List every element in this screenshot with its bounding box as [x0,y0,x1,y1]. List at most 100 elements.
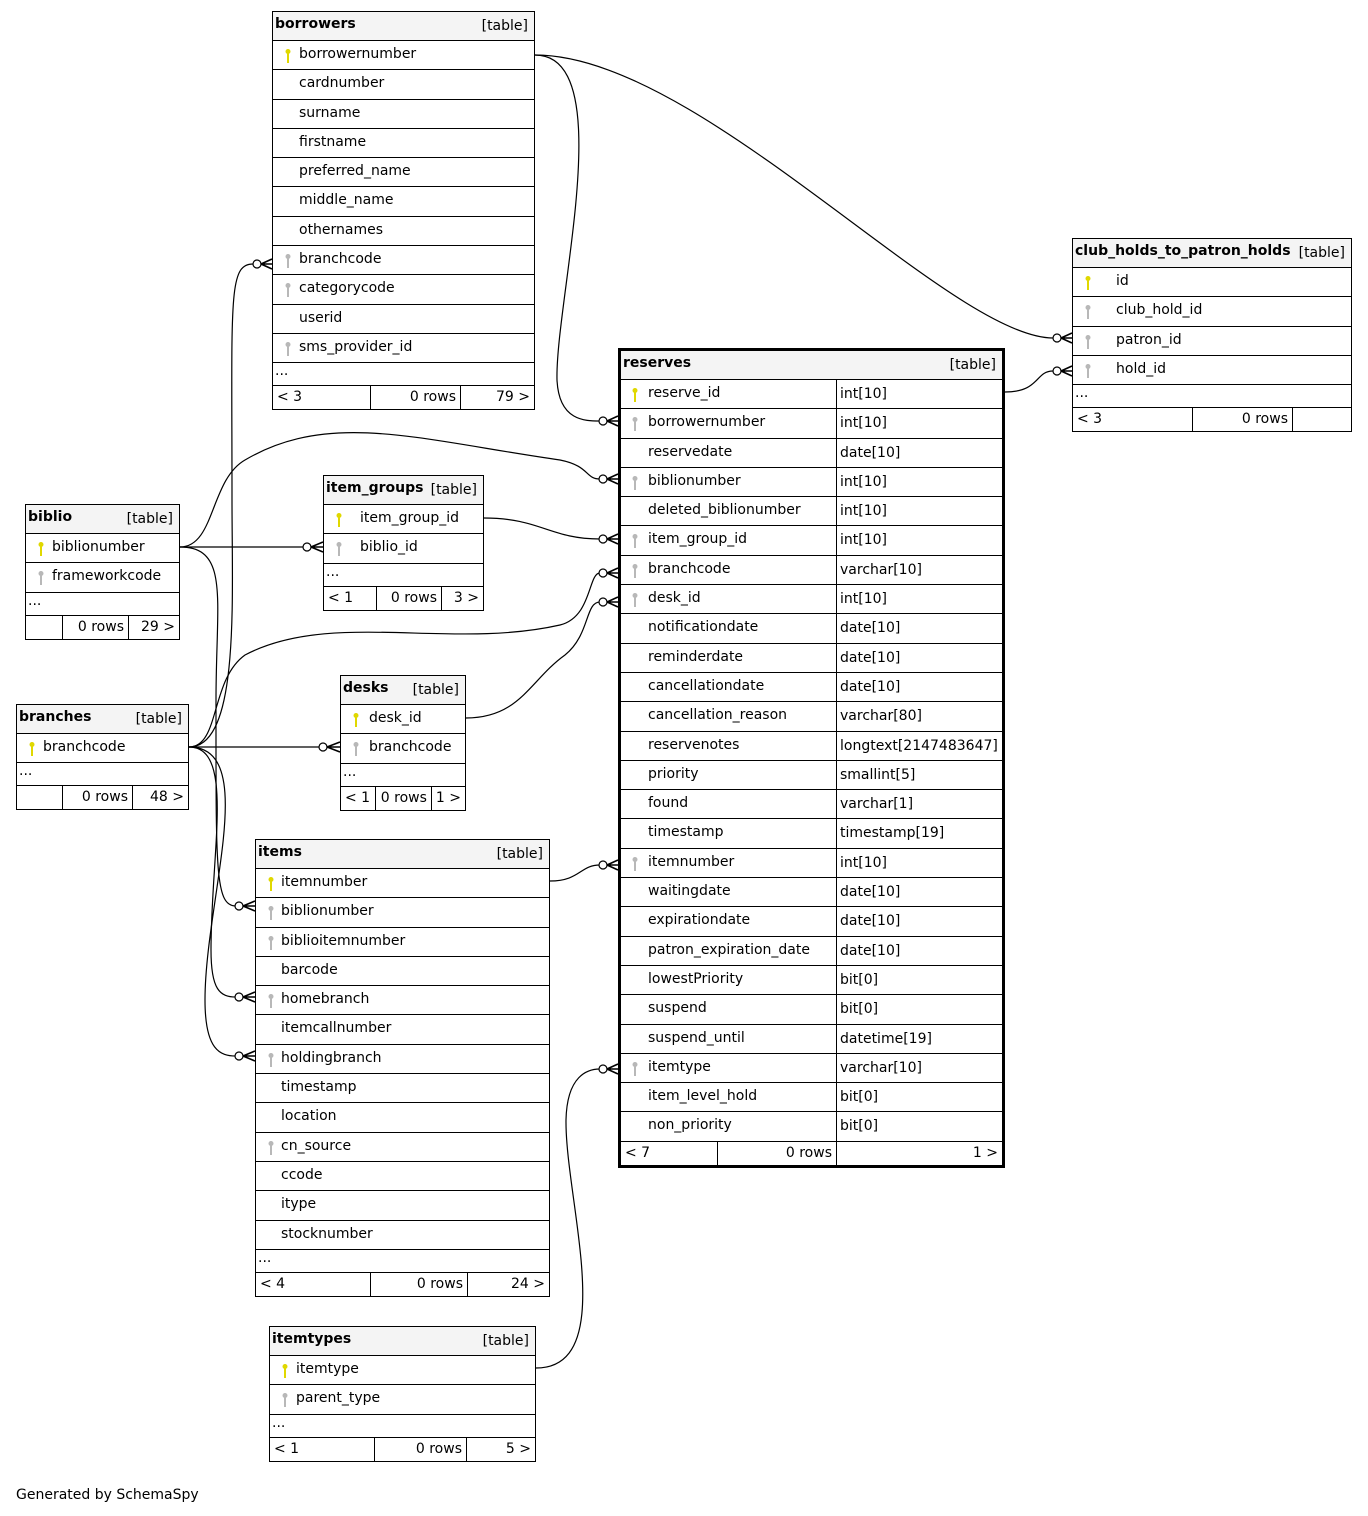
column-row[interactable]: patron_id [1073,327,1351,356]
table-name[interactable]: reserves [623,355,692,371]
column-row[interactable]: patron_expiration_date date[10] [621,936,1002,966]
foreign-key-icon [336,541,342,557]
column-row[interactable]: parent_type [270,1385,535,1415]
table-name[interactable]: club_holds_to_patron_holds [1075,243,1291,259]
column-row[interactable]: borrowernumber [273,41,534,71]
zero-optional-icon [598,568,608,578]
table-name[interactable]: borrowers [275,16,356,32]
column-row[interactable]: firstname [273,129,534,159]
column-row[interactable]: preferred_name [273,158,534,188]
column-row[interactable]: ccode [256,1162,549,1192]
column-row[interactable]: sms_provider_id [273,334,534,364]
column-row[interactable]: cardnumber [273,70,534,100]
table-name[interactable]: itemtypes [272,1331,352,1347]
column-row[interactable]: biblioitemnumber [256,928,549,957]
column-row[interactable]: holdingbranch [256,1045,549,1075]
column-row[interactable]: stocknumber [256,1221,549,1250]
primary-key-icon [336,512,342,528]
column-row[interactable]: id [1073,268,1351,298]
column-row[interactable]: itemnumber [256,869,549,899]
crow-foot-many-icon [606,859,619,871]
table-name[interactable]: branches [19,709,92,725]
column-row[interactable]: userid [273,305,534,334]
column-row[interactable]: othernames [273,217,534,247]
column-row[interactable]: branchcode [273,246,534,276]
column-row[interactable]: itemcallnumber [256,1015,549,1045]
column-name: patron_expiration_date [648,941,810,958]
column-row[interactable]: timestamp [256,1074,549,1104]
column-row[interactable]: biblionumber [256,898,549,928]
column-row[interactable]: biblio_id [324,534,483,564]
column-row[interactable]: categorycode [273,275,534,305]
column-cell: parent_type [270,1385,535,1413]
column-row[interactable]: barcode [256,957,549,987]
column-cell: stocknumber [256,1221,549,1249]
table-name[interactable]: item_groups [326,480,424,496]
table-name[interactable]: desks [343,680,389,696]
column-row[interactable]: hold_id [1073,356,1351,386]
column-row[interactable]: location [256,1103,549,1133]
column-row[interactable]: biblionumber [26,534,179,564]
column-cell: itemtype [621,1054,836,1082]
column-row[interactable]: homebranch [256,986,549,1016]
crow-foot-many-icon [242,991,256,1003]
foreign-key-icon [1085,334,1091,350]
foreign-key-icon [38,570,44,586]
column-cell: barcode [256,957,549,985]
column-row[interactable]: cn_source [256,1133,549,1162]
column-row[interactable]: itype [256,1191,549,1221]
column-row[interactable]: middle_name [273,187,534,217]
column-row[interactable]: desk_id [341,705,465,735]
more-columns-ellipsis: ... [273,363,534,387]
zero-optional-icon [598,534,608,544]
column-name: homebranch [281,991,370,1008]
column-type: longtext[2147483647] [836,731,1002,760]
column-cell: biblioitemnumber [256,928,549,956]
table-name[interactable]: biblio [28,509,73,525]
column-row[interactable]: club_hold_id [1073,297,1351,327]
table-type-label: [table] [481,18,528,34]
table-name[interactable]: items [258,844,302,860]
column-row[interactable]: branchcode [341,734,465,764]
column-row[interactable]: itemtype [270,1356,535,1386]
column-row[interactable]: surname [273,100,534,129]
column-row[interactable]: item_group_id [324,505,483,535]
column-type: date[10] [836,936,1002,965]
column-row[interactable]: branchcode [17,734,188,764]
column-row[interactable]: frameworkcode [26,563,179,593]
